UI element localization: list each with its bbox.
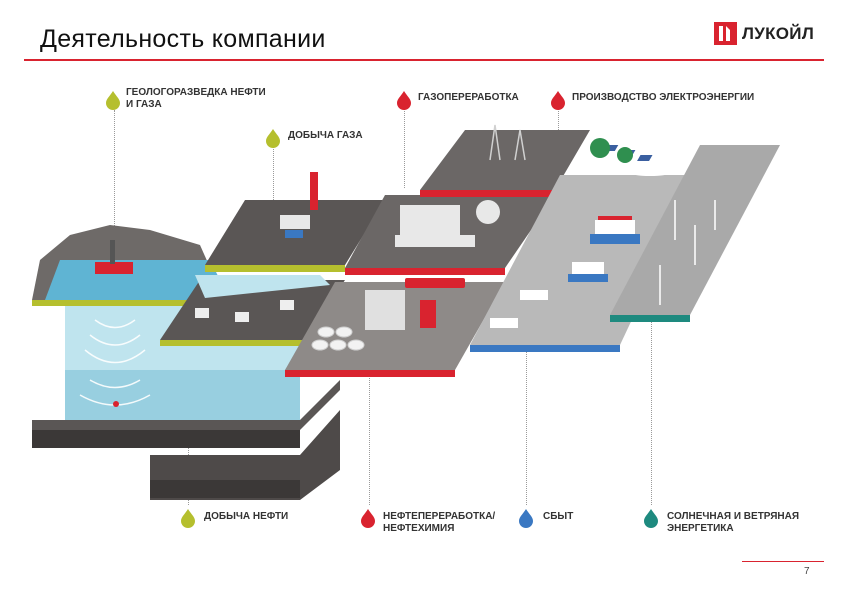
page-number: 7 — [804, 566, 810, 577]
label-exploration-line2: И ГАЗА — [126, 99, 162, 110]
footer-divider — [742, 561, 824, 562]
gas-processing-plant — [395, 200, 500, 247]
seismic-waves — [79, 319, 151, 406]
company-logo: ЛУКОЙЛ — [714, 22, 814, 45]
label-renewables-line1: СОЛНЕЧНАЯ И ВЕТРЯНАЯ — [667, 511, 800, 522]
leader-power — [558, 108, 559, 138]
label-renewables: СОЛНЕЧНАЯ И ВЕТРЯНАЯ ЭНЕРГЕТИКА — [667, 511, 799, 535]
earth-slab-bottom-front — [150, 480, 300, 498]
logo-text: ЛУКОЙЛ — [742, 23, 815, 43]
exploration-rim — [32, 300, 230, 306]
tanker-ship — [405, 278, 465, 288]
drop-icon — [644, 509, 658, 528]
label-sales: СБЫТ — [543, 511, 574, 522]
earth-slab-left — [32, 380, 340, 430]
page-title: Деятельность компании — [40, 25, 326, 53]
wind-turbines — [659, 200, 716, 305]
label-oil-production: ДОБЫЧА НЕФТИ — [204, 511, 289, 522]
drop-icon — [181, 509, 195, 528]
leader-renewables — [651, 310, 652, 505]
power-towers — [489, 124, 526, 161]
drop-icon — [519, 509, 533, 528]
drop-icon — [361, 509, 375, 528]
trees — [590, 138, 633, 163]
label-gas-processing: ГАЗОПЕРЕРАБОТКА — [418, 92, 519, 103]
label-renewables-line2: ЭНЕРГЕТИКА — [667, 523, 734, 534]
airplane — [628, 168, 672, 176]
seismic-target — [113, 401, 119, 407]
label-gas-production: ДОБЫЧА ГАЗА — [288, 130, 363, 141]
refinery-unit — [365, 290, 405, 330]
label-refining-line1: НЕФТЕПЕРЕРАБОТКА/ — [383, 511, 496, 522]
title-divider — [24, 59, 824, 61]
label-exploration-line1: ГЕОЛОГОРАЗВЕДКА НЕФТИ — [126, 87, 266, 98]
sales-slab — [470, 175, 700, 345]
sales-highlights — [568, 234, 640, 282]
offshore-shelf — [195, 275, 330, 298]
leader-gas-processing — [404, 108, 405, 188]
drop-icon — [551, 91, 565, 110]
earth-slab-bottom — [150, 410, 340, 500]
drop-icon — [397, 91, 411, 110]
leader-refining — [369, 360, 370, 505]
fuel-stations — [490, 220, 635, 328]
gas-flare-tower — [310, 172, 318, 210]
label-refining: НЕФТЕПЕРЕРАБОТКА/ НЕФТЕХИМИЯ — [383, 511, 495, 535]
exploration-sea — [45, 260, 230, 300]
label-exploration: ГЕОЛОГОРАЗВЕДКА НЕФТИ И ГАЗА — [126, 87, 266, 111]
refinery-tanks — [311, 326, 365, 351]
label-refining-line2: НЕФТЕХИМИЯ — [383, 523, 455, 534]
lukoil-logo-icon — [714, 22, 737, 45]
underground-reservoir — [65, 370, 300, 430]
offshore-rig — [95, 262, 133, 274]
drop-icon — [106, 91, 120, 110]
drop-icon — [266, 129, 280, 148]
leader-exploration — [114, 110, 115, 260]
leader-sales — [526, 335, 527, 505]
label-power-generation: ПРОИЗВОДСТВО ЭЛЕКТРОЭНЕРГИИ — [572, 92, 755, 103]
earth-slab-left-front — [32, 430, 300, 448]
power-generation-slab — [420, 130, 590, 190]
leader-gas-production — [273, 146, 274, 204]
pumpjacks — [195, 300, 294, 322]
